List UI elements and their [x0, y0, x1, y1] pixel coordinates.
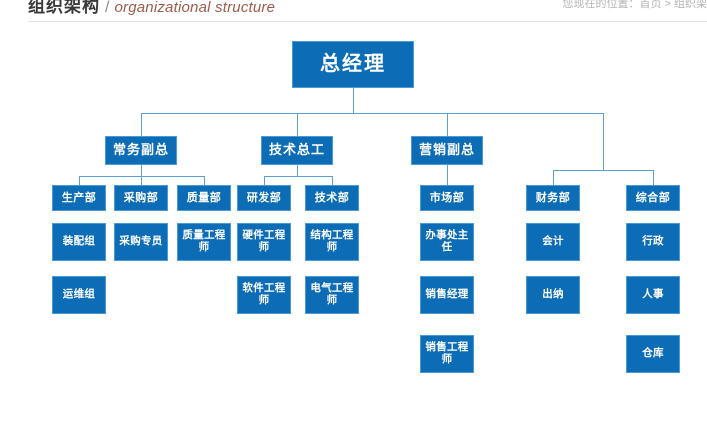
- org-node-qa[interactable]: 质量部: [177, 185, 231, 211]
- org-node-electrical-engineer[interactable]: 电气工程师: [305, 276, 359, 314]
- org-node-label: 会计: [542, 235, 564, 248]
- connector-right-bus: [553, 170, 654, 171]
- org-node-qa-engineer[interactable]: 质量工程师: [177, 223, 231, 261]
- org-node-label: 市场部: [429, 191, 465, 204]
- org-node-label: 营销副总: [418, 142, 475, 158]
- org-node-label: 运维组: [62, 288, 96, 301]
- org-node-gm[interactable]: 总经理: [292, 41, 414, 88]
- header-divider: [28, 21, 707, 22]
- org-node-label: 人事: [642, 288, 664, 301]
- org-node-label: 技术总工: [268, 142, 325, 158]
- connector-stem-cto: [297, 164, 298, 176]
- org-node-label: 采购专员: [119, 235, 163, 248]
- org-node-assembly[interactable]: 装配组: [52, 223, 106, 261]
- org-node-prod[interactable]: 生产部: [52, 185, 106, 211]
- org-node-finance[interactable]: 财务部: [526, 185, 580, 211]
- org-node-cashier[interactable]: 出纳: [526, 276, 580, 314]
- org-node-label: 仓库: [642, 347, 664, 360]
- org-node-software-engineer[interactable]: 软件工程师: [237, 276, 291, 314]
- org-node-label: 销售工程师: [425, 341, 469, 365]
- org-node-label: 采购部: [123, 191, 159, 204]
- org-node-label: 销售经理: [425, 288, 469, 301]
- connector-drop-general: [653, 170, 654, 186]
- org-node-rd[interactable]: 研发部: [237, 185, 291, 211]
- org-node-label: 生产部: [61, 191, 97, 204]
- connector-drop-prod: [79, 176, 80, 186]
- connector-root-stem: [353, 88, 354, 113]
- page-title-cn: 组织架构: [28, 0, 100, 16]
- org-node-tech[interactable]: 技术部: [305, 185, 359, 211]
- org-node-hr[interactable]: 人事: [626, 276, 680, 314]
- org-node-label: 电气工程师: [310, 282, 354, 306]
- connector-drop-rd: [264, 176, 265, 186]
- org-node-buyer[interactable]: 采购专员: [114, 223, 168, 261]
- org-chart: 总经理 常务副总 技术总工 营销副总 生产部 采购部 质量部 研发部 技术部 市…: [0, 22, 707, 439]
- org-node-vp-exec[interactable]: 常务副总: [105, 136, 177, 165]
- connector-drop-right-arm: [603, 113, 604, 170]
- org-node-label: 装配组: [62, 235, 96, 248]
- connector-drop-finance: [553, 170, 554, 186]
- org-node-label: 财务部: [535, 191, 571, 204]
- org-node-office-director[interactable]: 办事处主任: [420, 223, 474, 261]
- connector-drop-vp-exec: [141, 113, 142, 136]
- title-separator: /: [105, 0, 110, 16]
- org-node-cto[interactable]: 技术总工: [261, 136, 333, 165]
- org-node-label: 综合部: [635, 191, 671, 204]
- org-node-administration[interactable]: 行政: [626, 223, 680, 261]
- org-node-label: 研发部: [246, 191, 282, 204]
- org-node-label: 硬件工程师: [242, 229, 286, 253]
- connector-bus-cto: [264, 176, 333, 177]
- org-node-sales-manager[interactable]: 销售经理: [420, 276, 474, 314]
- org-node-hardware-engineer[interactable]: 硬件工程师: [237, 223, 291, 261]
- org-node-label: 出纳: [542, 288, 564, 301]
- org-node-label: 质量部: [186, 191, 222, 204]
- connector-stem-vp-exec: [141, 164, 142, 176]
- org-node-label: 质量工程师: [182, 229, 226, 253]
- org-node-warehouse[interactable]: 仓库: [626, 335, 680, 373]
- org-node-label: 行政: [642, 235, 664, 248]
- connector-drop-purch: [141, 176, 142, 186]
- org-node-label: 结构工程师: [310, 229, 354, 253]
- org-node-label: 软件工程师: [242, 282, 286, 306]
- connector-drop-qa: [204, 176, 205, 186]
- org-node-purch[interactable]: 采购部: [114, 185, 168, 211]
- page-title: 组织架构 /organizational structure: [28, 0, 275, 17]
- org-node-market[interactable]: 市场部: [420, 185, 474, 211]
- org-node-vp-sales[interactable]: 营销副总: [411, 136, 483, 165]
- org-node-structure-engineer[interactable]: 结构工程师: [305, 223, 359, 261]
- org-node-general[interactable]: 综合部: [626, 185, 680, 211]
- org-node-sales-engineer[interactable]: 销售工程师: [420, 335, 474, 373]
- connector-root-bus: [141, 113, 604, 114]
- org-node-label: 技术部: [314, 191, 350, 204]
- page-header: 组织架构 /organizational structure 您现在的位置：首页 …: [0, 0, 707, 22]
- connector-bus-vp-exec: [79, 176, 205, 177]
- connector-drop-vp-sales: [447, 113, 448, 136]
- connector-vp-sales-market: [447, 164, 448, 186]
- connector-drop-tech: [332, 176, 333, 186]
- org-node-label: 办事处主任: [425, 229, 469, 253]
- page-title-en: organizational structure: [114, 0, 276, 16]
- org-node-ops[interactable]: 运维组: [52, 276, 106, 314]
- breadcrumb[interactable]: 您现在的位置：首页 > 组织架: [562, 0, 707, 10]
- connector-drop-cto: [297, 113, 298, 136]
- org-node-accountant[interactable]: 会计: [526, 223, 580, 261]
- org-node-label: 常务副总: [112, 142, 169, 158]
- org-node-label: 总经理: [320, 53, 386, 76]
